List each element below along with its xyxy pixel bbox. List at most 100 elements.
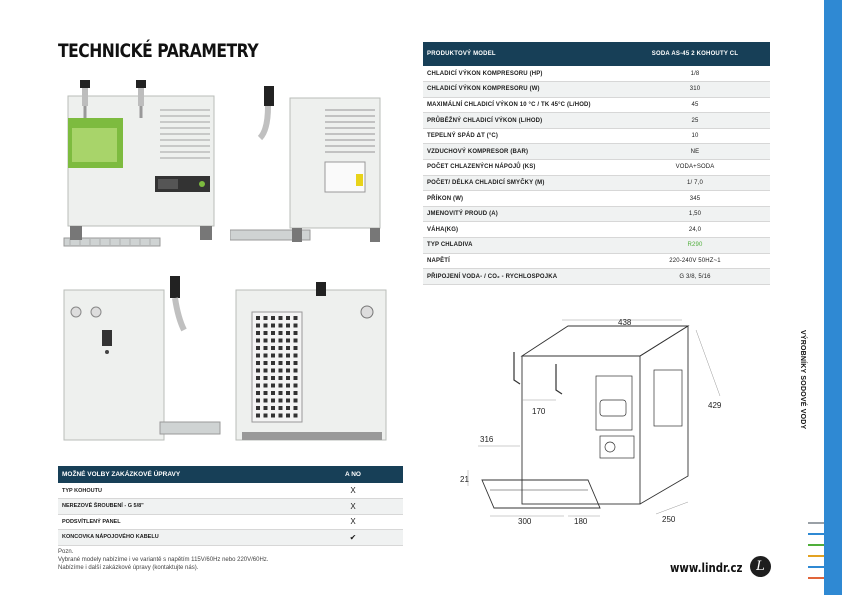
option-label: NEREZOVÉ ŠROUBENÍ - G 5/8"	[58, 498, 303, 515]
option-value: X	[303, 514, 403, 530]
options-header-value: A NO	[303, 466, 403, 483]
spec-label: VÁHA(KG)	[423, 221, 620, 239]
grille-hole	[278, 383, 283, 388]
grille-hole	[271, 383, 275, 388]
grille-hole	[286, 346, 290, 350]
grille-hole	[263, 346, 268, 350]
spec-label: POČET CHLAZENÝCH NÁPOJŮ (KS)	[423, 159, 620, 176]
grille-hole	[293, 383, 298, 388]
spec-row: PŘÍKON (W)345	[423, 190, 770, 207]
product-photo-front	[63, 80, 215, 247]
spec-value: 10	[620, 128, 770, 145]
spec-row: CHLADICÍ VÝKON KOMPRESORU (HP)1/8	[423, 66, 770, 83]
grille-hole	[293, 331, 298, 335]
spec-value: VODA+SODA	[620, 159, 770, 176]
grille-hole	[256, 323, 260, 328]
side-accent-bar	[824, 0, 842, 595]
color-line	[808, 544, 824, 546]
grille-hole	[293, 368, 298, 373]
footnote: Pozn. Vybrané modely nabízíme i ve varia…	[58, 548, 268, 572]
grille-hole	[278, 316, 283, 320]
grille-hole	[278, 413, 283, 418]
color-line	[808, 533, 824, 535]
spec-row: TEPELNÝ SPÁD ΔT (°C)10	[423, 128, 770, 145]
dim-tray-height: 316	[480, 435, 494, 444]
spec-row: POČET CHLAZENÝCH NÁPOJŮ (KS)VODA+SODA	[423, 159, 770, 176]
grille-hole	[263, 376, 268, 380]
grille-hole	[271, 331, 275, 335]
grille-hole	[263, 361, 268, 365]
grille-hole	[271, 368, 275, 373]
spec-label: JMENOVITÝ PROUD (A)	[423, 206, 620, 223]
spec-row: MAXIMÁLNÍ CHLADICÍ VÝKON 10 °C / TK 45°C…	[423, 97, 770, 114]
grille-hole	[286, 413, 290, 418]
grille-hole	[256, 361, 260, 365]
dimension-drawing: 438 429 170 316 21 300 180 250	[460, 318, 722, 526]
color-line	[808, 522, 824, 524]
spec-value: 1/ 7,0	[620, 175, 770, 192]
dim-tray-d: 180	[574, 517, 588, 526]
grille-hole	[293, 316, 298, 320]
grille-hole	[271, 361, 275, 365]
grille-hole	[271, 316, 275, 320]
spec-value: 24,0	[620, 221, 770, 239]
grille-hole	[271, 346, 275, 350]
grille-hole	[271, 323, 275, 328]
grille-hole	[293, 353, 298, 358]
option-label: PODSVÍTLENÝ PANEL	[58, 514, 303, 530]
grille-hole	[256, 316, 260, 320]
lindr-logo: L	[750, 556, 771, 577]
grille-hole	[286, 353, 290, 358]
spec-row: PRŮBĚŽNÝ CHLADICÍ VÝKON (L/HOD)25	[423, 112, 770, 129]
grille-hole	[286, 361, 290, 365]
grille-hole	[293, 413, 298, 418]
spec-label: CHLADICÍ VÝKON KOMPRESORU (W)	[423, 81, 620, 98]
grille-hole	[256, 353, 260, 358]
spec-label: TYP CHLADIVA	[423, 237, 620, 254]
color-line	[808, 577, 824, 579]
spec-row: VZDUCHOVÝ KOMPRESOR (BAR)NE	[423, 143, 770, 161]
grille-hole	[286, 406, 290, 410]
dim-depth: 429	[708, 401, 722, 410]
spec-value: G 3/8, 5/16	[620, 268, 770, 285]
option-value: ✔	[303, 529, 403, 546]
grille-hole	[278, 361, 283, 365]
grille-hole	[256, 398, 260, 403]
grille-hole	[263, 383, 268, 388]
grille-hole	[256, 338, 260, 343]
grille-hole	[293, 376, 298, 380]
grille-hole	[256, 406, 260, 410]
spec-header-label: PRODUKTOVÝ MODEL	[423, 42, 620, 66]
grille-hole	[263, 391, 268, 395]
grille-hole	[271, 376, 275, 380]
grille-hole	[271, 391, 275, 395]
spec-value: 45	[620, 97, 770, 114]
spec-value: 1,50	[620, 206, 770, 223]
grille-hole	[286, 368, 290, 373]
footnote-title: Pozn.	[58, 549, 74, 555]
product-photo-side	[230, 86, 381, 242]
color-line	[808, 566, 824, 568]
grille-hole	[278, 376, 283, 380]
grille-hole	[278, 338, 283, 343]
grille-hole	[278, 353, 283, 358]
grille-hole	[271, 398, 275, 403]
grille-hole	[256, 331, 260, 335]
grille-hole	[286, 376, 290, 380]
spec-label: MAXIMÁLNÍ CHLADICÍ VÝKON 10 °C / TK 45°C…	[423, 97, 620, 114]
grille-hole	[293, 338, 298, 343]
grille-hole	[263, 316, 268, 320]
grille-hole	[263, 406, 268, 410]
website-link[interactable]: www.lindr.cz	[670, 561, 743, 575]
side-category-label: VÝROBNÍKY SODOVÉ VODY	[799, 330, 806, 430]
grille-hole	[293, 406, 298, 410]
grille-hole	[286, 383, 290, 388]
dim-width: 438	[618, 318, 632, 327]
grille-hole	[278, 323, 283, 328]
grille-hole	[278, 391, 283, 395]
spec-label: VZDUCHOVÝ KOMPRESOR (BAR)	[423, 143, 620, 161]
